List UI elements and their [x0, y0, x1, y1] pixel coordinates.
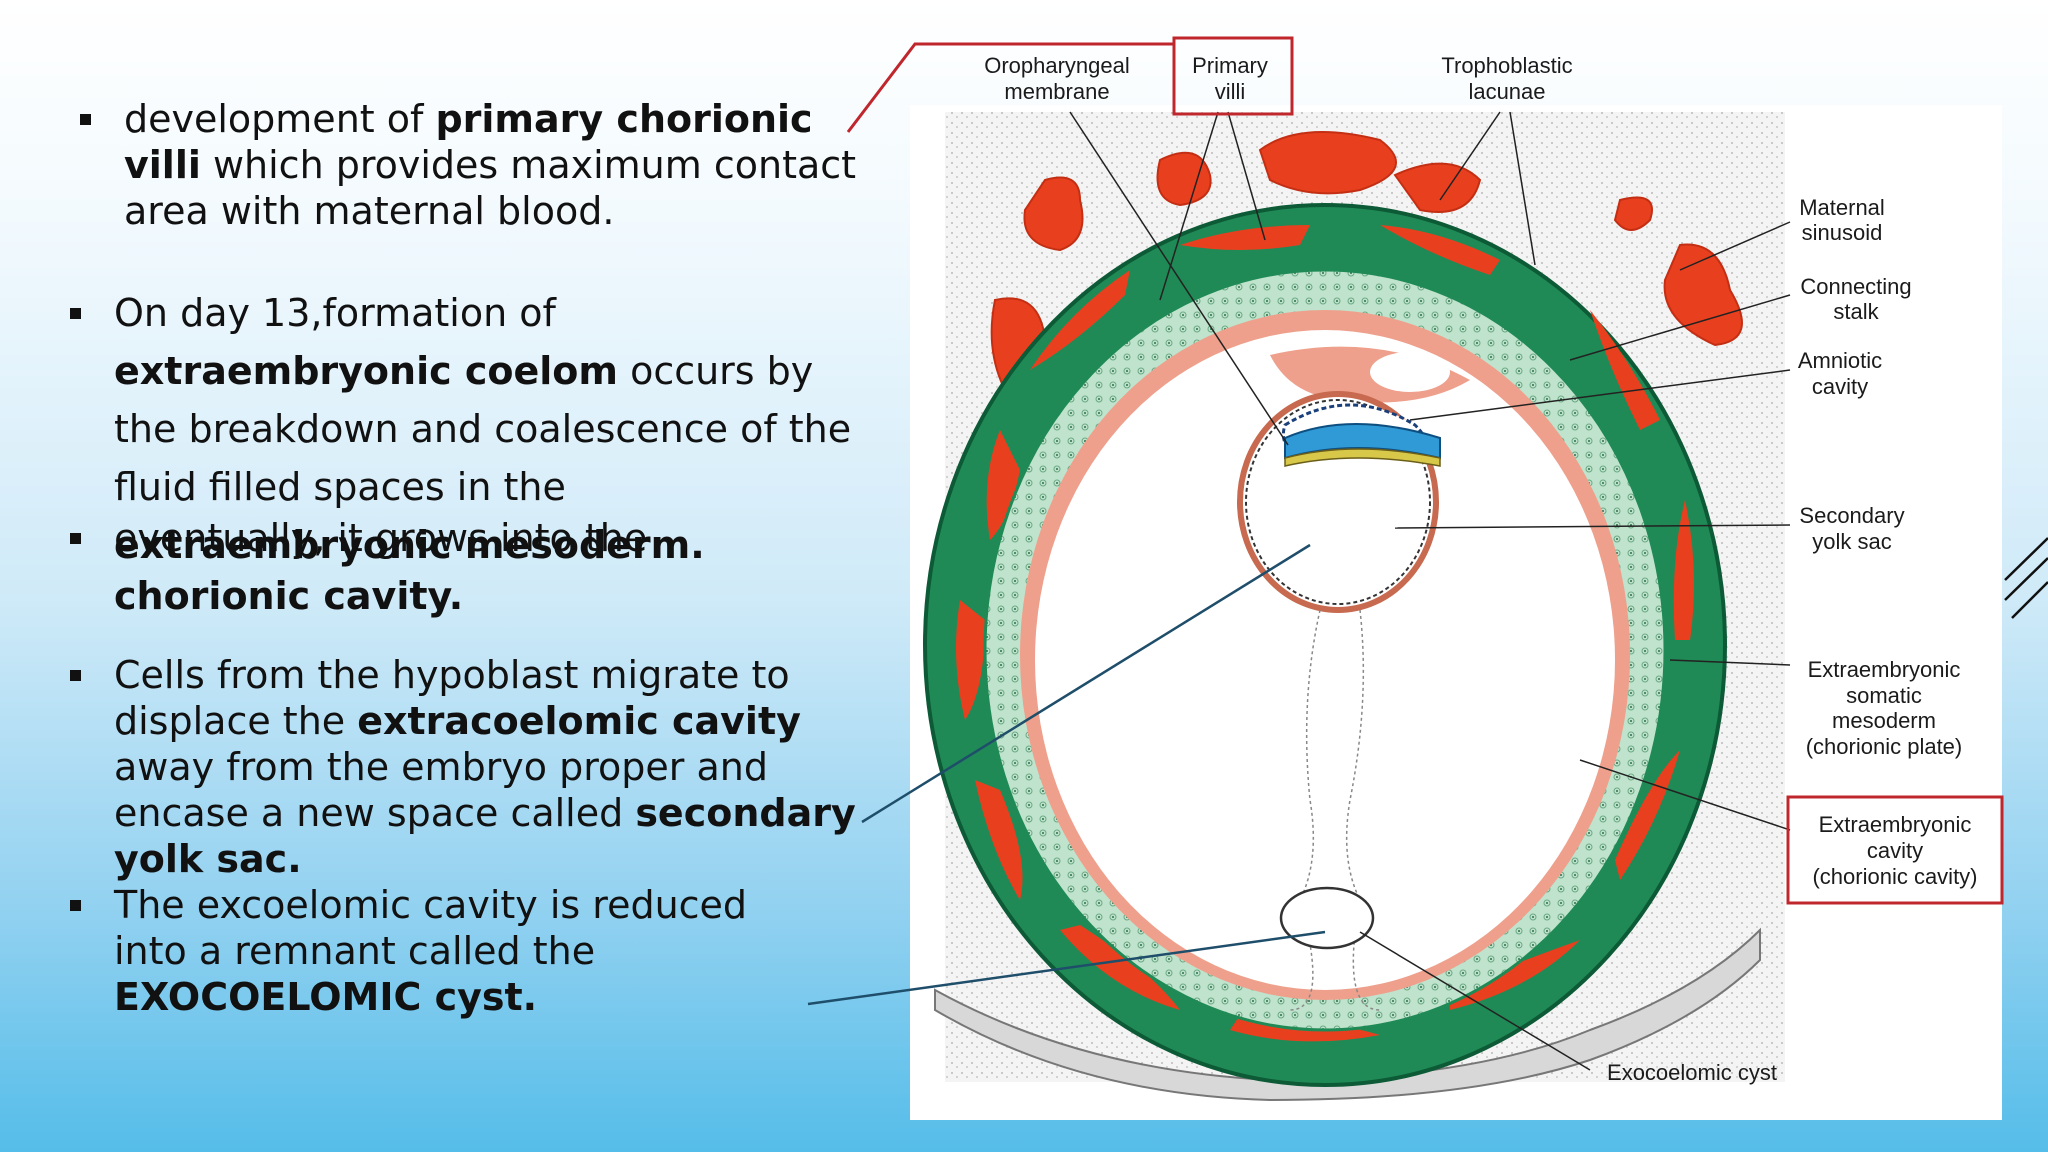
bullet-bold-text: secondary yolk sac.: [114, 791, 856, 881]
bullet-marker: [80, 114, 91, 125]
diagram-labels: Oropharyngeal membrane Primary villi Tro…: [984, 53, 1977, 1085]
bullet-bold-text: extraembryonic coelom: [114, 349, 618, 393]
bullet-bold-text: EXOCOELOMIC cyst.: [114, 975, 538, 1019]
bullet-text: The excoelomic cavity is reduced into a …: [114, 883, 748, 973]
label-trophoblastic-line1: Trophoblastic: [1441, 53, 1572, 78]
label-cavity-line2: cavity: [1867, 838, 1923, 863]
exocoelomic-cyst: [1279, 886, 1375, 950]
label-amniotic-line2: cavity: [1812, 374, 1868, 399]
hypoblast: [1284, 448, 1441, 467]
bullet-marker: [70, 900, 81, 911]
bullet-text: development of: [124, 97, 436, 141]
slide-corner-decoration: [2004, 537, 2048, 619]
label-somatic-line1: Extraembryonic: [1808, 657, 1961, 682]
bullet-bold-text: extraembryonic mesoderm.: [114, 523, 705, 567]
cavity-strands: [1289, 609, 1381, 1011]
bullet-chorionic-cavity: eventually, it grows into the chorionic …: [70, 509, 834, 625]
connecting-stalk-gap: [1370, 352, 1450, 392]
label-maternal-line1: Maternal: [1799, 195, 1885, 220]
bullet-text: Cells from the hypoblast migrate to disp…: [114, 653, 790, 743]
label-cavity-line1: Extraembryonic: [1819, 812, 1972, 837]
label-amniotic-line1: Amniotic: [1798, 348, 1882, 373]
primary-villi-highlight-box: [1172, 36, 1294, 116]
bullet-text: which provides maximum contact area with…: [124, 143, 857, 233]
label-somatic-line3: mesoderm: [1832, 708, 1936, 733]
bullet-marker: [70, 533, 81, 544]
label-maternal-line2: sinusoid: [1802, 220, 1883, 245]
label-primary-villi-line2: villi: [1215, 79, 1246, 104]
label-leader-lines: [1069, 111, 1791, 1071]
bullet-bold-text: chorionic cavity.: [114, 574, 464, 618]
bullet-marker: [70, 670, 81, 681]
label-primary-villi-line1: Primary: [1192, 53, 1268, 78]
bullet-text: On day 13,formation of: [114, 291, 556, 335]
bullet-text: occurs by the breakdown and coalescence …: [114, 349, 852, 509]
label-connecting-line1: Connecting: [1800, 274, 1911, 299]
bullet-secondary-yolk-sac: Cells from the hypoblast migrate to disp…: [70, 652, 884, 882]
label-cavity-line3: (chorionic cavity): [1812, 864, 1977, 889]
bullet-list: development of primary chorionic villi w…: [0, 0, 900, 1152]
label-somatic-line4: (chorionic plate): [1806, 734, 1963, 759]
bullet-exocoelomic-cyst: The excoelomic cavity is reduced into a …: [70, 882, 814, 1020]
bullet-extraembryonic-coelom: On day 13,formation of extraembryonic co…: [70, 284, 874, 574]
extraembryonic-cavity-highlight-box: [1786, 795, 2004, 905]
label-trophoblastic-line2: lacunae: [1468, 79, 1545, 104]
primary-villi-callout-line: [846, 42, 1174, 133]
secondary-yolk-sac-outline: [1245, 399, 1431, 605]
bullet-text: away from the embryo proper and encase a…: [114, 745, 768, 835]
label-secondary-line1: Secondary: [1799, 503, 1904, 528]
yolk-sac-callout-line: [861, 543, 1311, 824]
bullet-bold-text: primary chorionic villi: [124, 97, 813, 187]
chorionic-cavity: [1035, 330, 1615, 990]
exocoelomic-cyst-callout-line: [807, 930, 1326, 1006]
label-exocoelomic-cyst: Exocoelomic cyst: [1607, 1060, 1777, 1085]
bullet-primary-villi: development of primary chorionic villi w…: [80, 96, 884, 234]
bullet-text: eventually, it grows into the: [114, 516, 648, 560]
label-oropharyngeal-line2: membrane: [1004, 79, 1109, 104]
bullet-marker: [70, 308, 81, 319]
label-secondary-line2: yolk sac: [1812, 529, 1891, 554]
label-connecting-line2: stalk: [1833, 299, 1879, 324]
label-oropharyngeal-line1: Oropharyngeal: [984, 53, 1130, 78]
label-somatic-line2: somatic: [1846, 683, 1922, 708]
bullet-bold-text: extracoelomic cavity: [357, 699, 801, 743]
